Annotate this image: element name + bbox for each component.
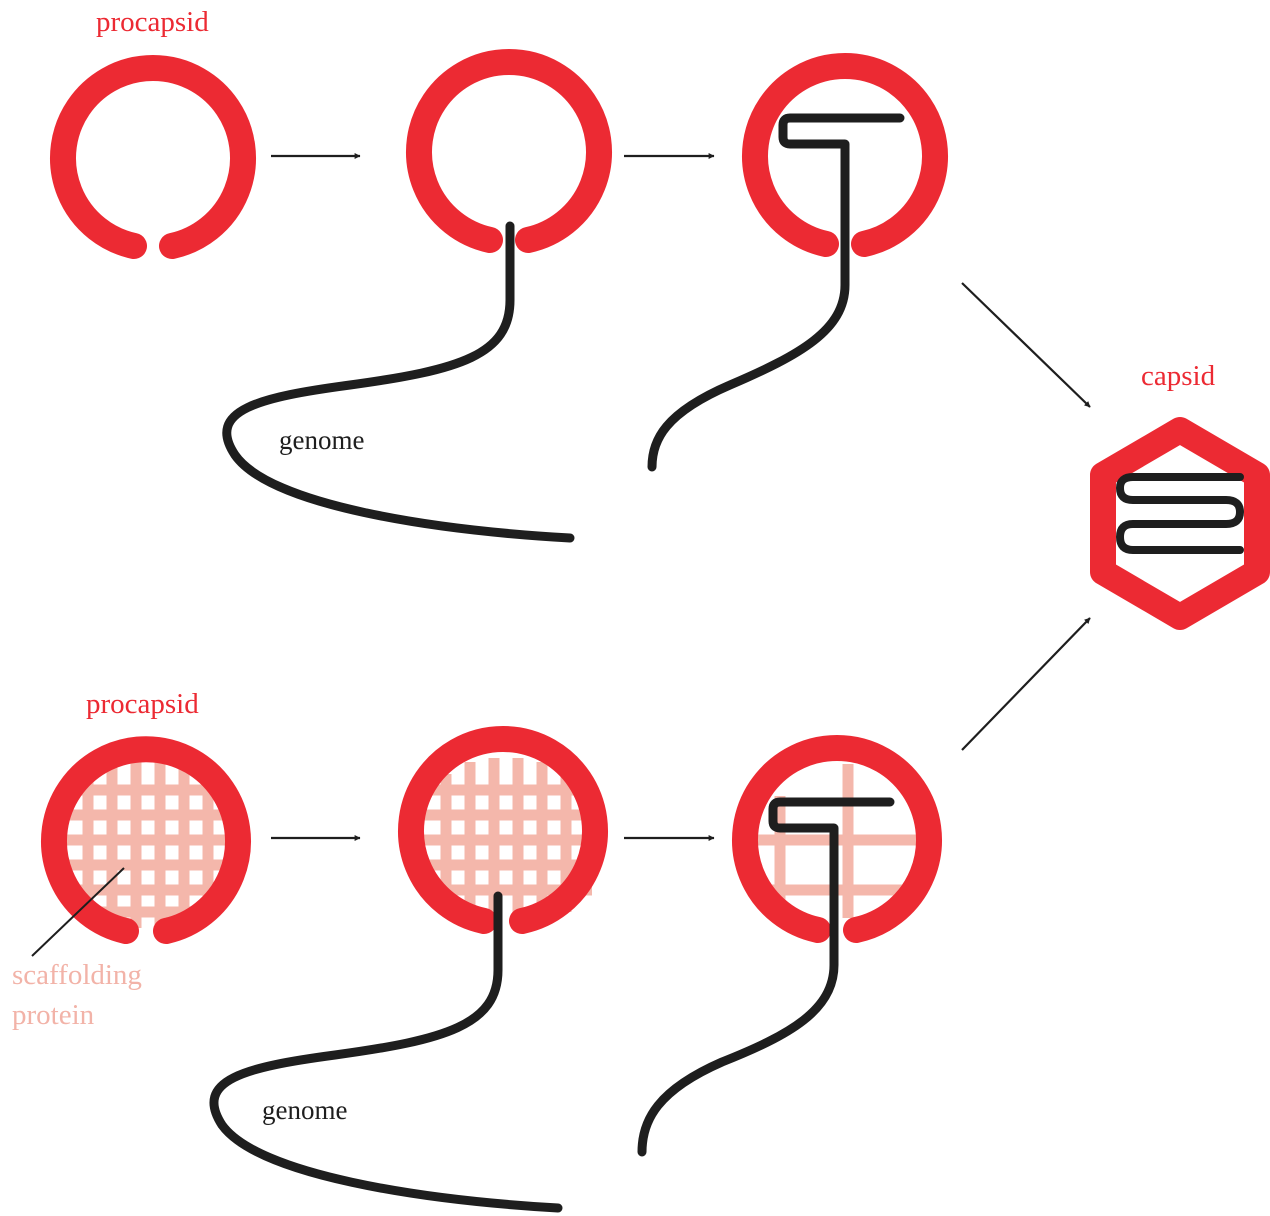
procapsid-ring-bottom-2 [398, 725, 608, 934]
genome-label-top: genome [279, 425, 365, 455]
genome-strand-bottom-1 [209, 891, 563, 1213]
scaffold-pointer-line [31, 867, 125, 957]
procapsid-ring-bottom-3 [732, 734, 942, 943]
genome-label-bottom: genome [262, 1095, 348, 1125]
arrow-to-capsid-top [961, 282, 1091, 408]
protein-label: protein [12, 999, 95, 1031]
packaged-genome [1116, 473, 1244, 554]
capsid-hexagon [1090, 417, 1270, 630]
procapsid-label-top: procapsid [96, 6, 209, 38]
procapsid-ring-top-1 [50, 55, 256, 259]
procapsid-ring-bottom-1 [41, 736, 251, 944]
genome-strand-top-1 [222, 221, 575, 543]
procapsid-ring-top-2 [406, 49, 612, 253]
genome-strand-top-2 [647, 113, 905, 472]
procapsid-label-bottom: procapsid [86, 688, 199, 720]
scaffolding-grid-1 [60, 762, 238, 928]
scaffolding-grid-3 [758, 764, 928, 918]
arrow-to-capsid-bottom [961, 617, 1091, 751]
genome-strand-bottom-2 [637, 797, 895, 1157]
capsid-label: capsid [1141, 360, 1216, 392]
scaffolding-label: scaffolding [12, 959, 142, 991]
procapsid-ring-top-3 [742, 53, 948, 257]
